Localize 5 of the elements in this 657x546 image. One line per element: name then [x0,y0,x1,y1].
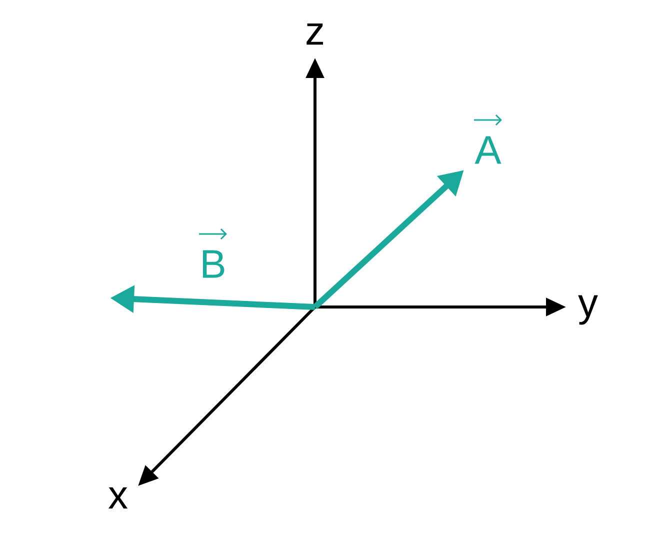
axis-label: z [306,23,323,45]
axis-label: y [578,295,598,325]
axis-label: x [108,487,128,509]
vector-label: A [474,114,502,164]
vector-label: B [199,228,227,278]
